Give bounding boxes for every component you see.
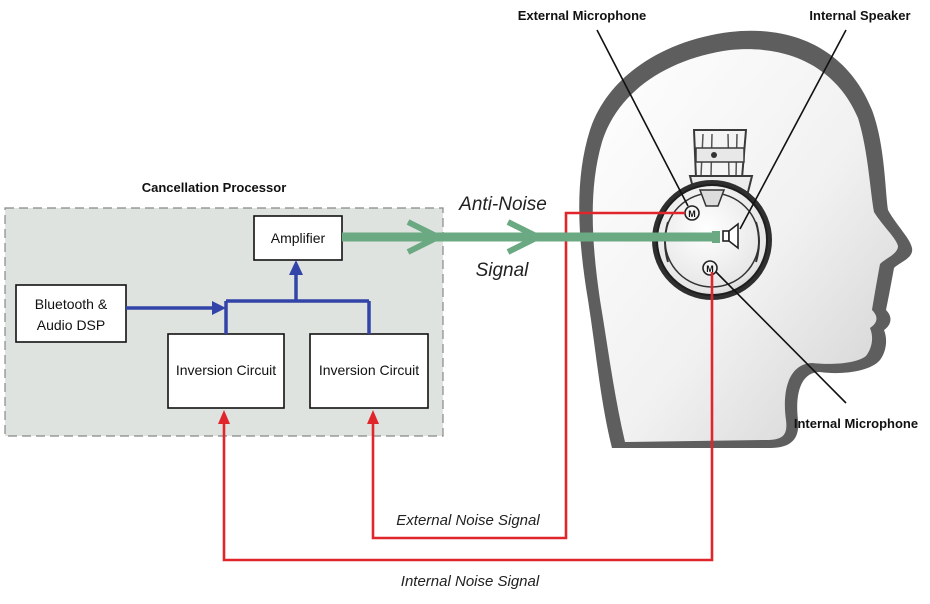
- external-mic-glyph: M: [688, 209, 696, 219]
- amplifier-label: Amplifier: [271, 230, 326, 246]
- internal-noise-line: [222, 272, 714, 562]
- internal-speaker-callout: Internal Speaker: [809, 8, 910, 23]
- audio-arrowhead-up: [289, 260, 303, 275]
- audio-signal-path: [126, 274, 371, 334]
- anti-noise-label-line1: Anti-Noise: [458, 194, 547, 215]
- bluetooth-label-line2: Audio DSP: [37, 317, 105, 333]
- amplifier-box: [253, 215, 343, 261]
- speaker-icon: [722, 222, 739, 250]
- external-noise-label: External Noise Signal: [396, 512, 540, 529]
- external-noise-arrowhead: [367, 410, 379, 424]
- audio-arrowhead-right: [212, 301, 226, 315]
- internal-mic-glyph: M: [706, 264, 714, 274]
- bluetooth-box: [15, 284, 127, 343]
- anti-noise-arrow: [342, 219, 720, 255]
- cancellation-processor: Cancellation Processor Amplifier Bluetoo…: [4, 180, 444, 437]
- processor-title: Cancellation Processor: [142, 180, 287, 195]
- callout-lines: [596, 29, 847, 404]
- internal-noise-arrowhead: [218, 410, 230, 424]
- external-microphone-icon: M: [684, 205, 700, 221]
- noise-signal-paths: [222, 211, 714, 562]
- internal-noise-label: Internal Noise Signal: [401, 573, 540, 590]
- internal-microphone-icon: M: [702, 260, 718, 276]
- internal-microphone-callout: Internal Microphone: [794, 416, 918, 431]
- inversion-circuit-left-box: [167, 333, 285, 409]
- external-microphone-callout: External Microphone: [518, 8, 647, 23]
- external-noise-line: [371, 211, 685, 540]
- anti-noise-label-line2: Signal: [476, 260, 530, 281]
- inversion-circuit-right-label: Inversion Circuit: [319, 362, 419, 378]
- bluetooth-label-line1: Bluetooth &: [35, 296, 108, 312]
- inversion-circuit-left-label: Inversion Circuit: [176, 362, 276, 378]
- inversion-circuit-right-box: [309, 333, 429, 409]
